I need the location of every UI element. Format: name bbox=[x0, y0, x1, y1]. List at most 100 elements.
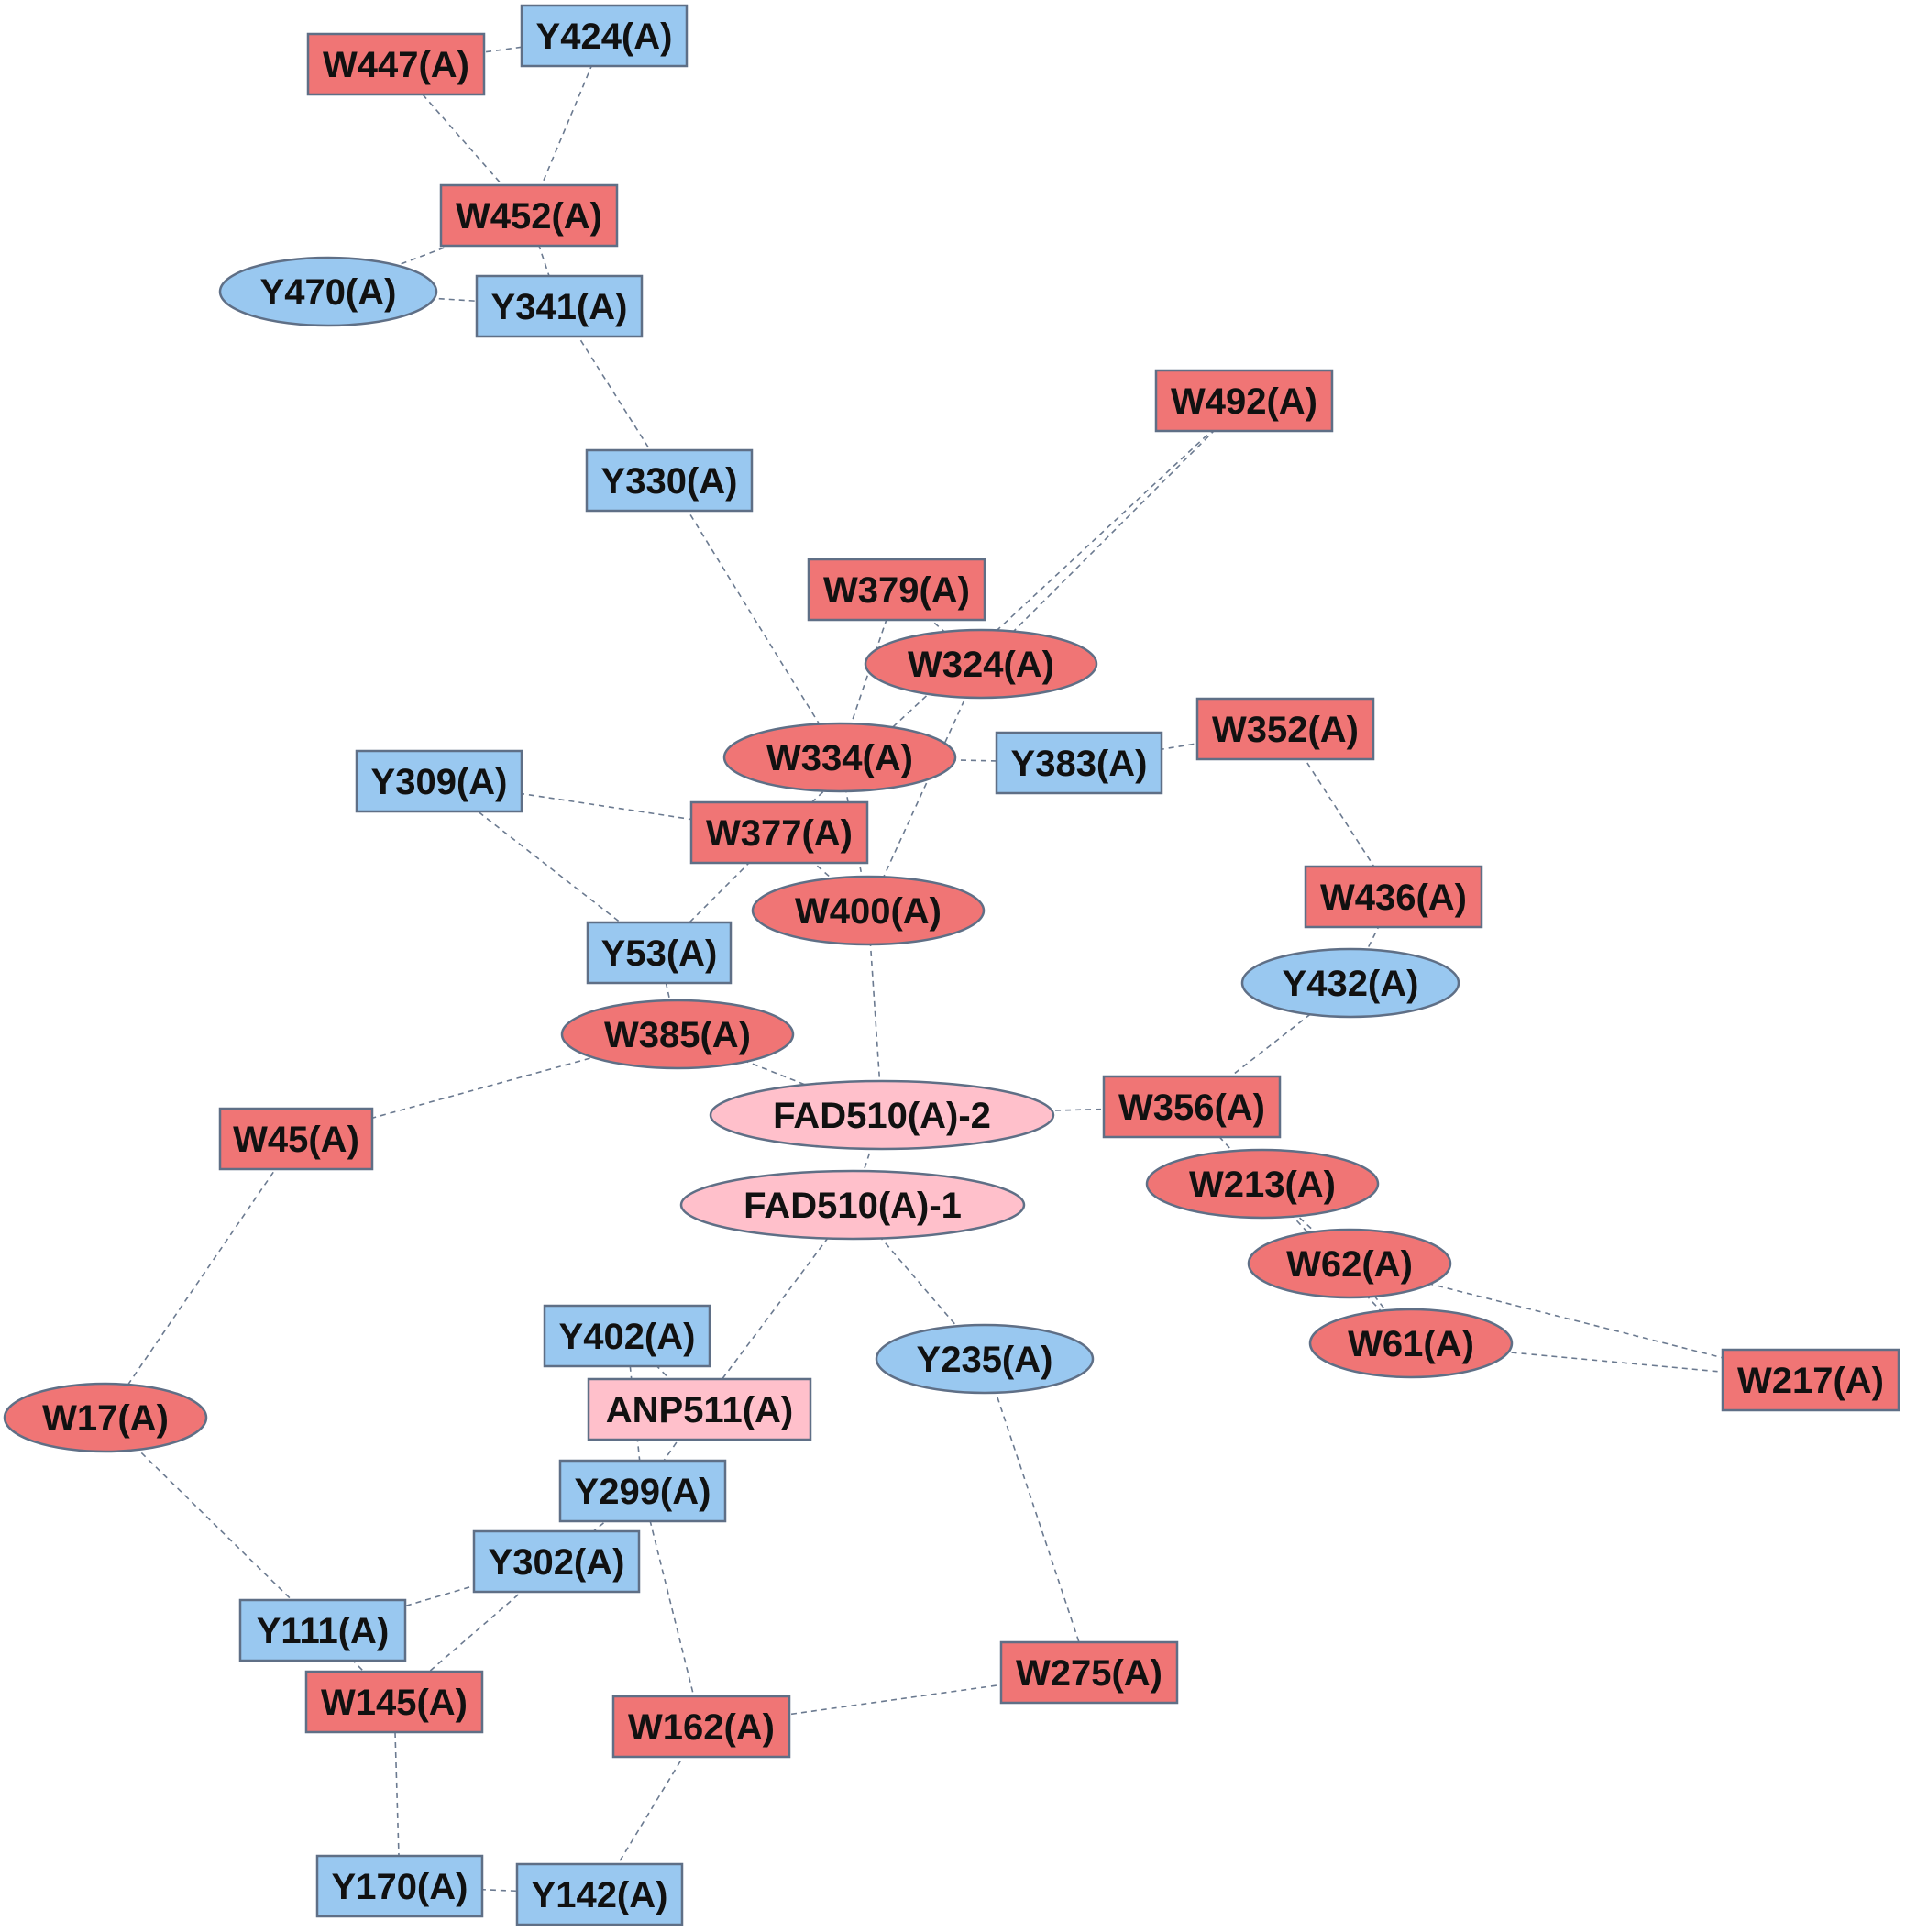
node-shape-rect bbox=[587, 1377, 812, 1441]
edge-w492-w324 bbox=[980, 400, 1245, 665]
node-label: Y424(A) bbox=[536, 17, 673, 57]
node-w452[interactable]: W452(A) bbox=[439, 183, 619, 248]
node-shape-ellipse bbox=[1308, 1308, 1514, 1379]
node-w213[interactable]: W213(A) bbox=[1145, 1148, 1380, 1220]
node-label: W45(A) bbox=[233, 1120, 359, 1160]
node-fad1[interactable]: FAD510(A)-1 bbox=[679, 1169, 1026, 1241]
edge-y330-w334 bbox=[668, 480, 841, 758]
node-shape-rect bbox=[585, 448, 754, 513]
node-shape-rect bbox=[1304, 865, 1483, 929]
node-w352[interactable]: W352(A) bbox=[1195, 697, 1375, 761]
node-w324[interactable]: W324(A) bbox=[864, 628, 1098, 700]
edge-w17-y111 bbox=[105, 1417, 324, 1631]
node-y470[interactable]: Y470(A) bbox=[218, 256, 438, 327]
node-w400[interactable]: W400(A) bbox=[751, 875, 986, 946]
node-y299[interactable]: Y299(A) bbox=[558, 1459, 727, 1523]
node-w356[interactable]: W356(A) bbox=[1102, 1075, 1282, 1139]
node-shape-rect bbox=[558, 1459, 727, 1523]
node-shape-rect bbox=[999, 1640, 1179, 1705]
node-w377[interactable]: W377(A) bbox=[689, 800, 869, 865]
node-shape-ellipse bbox=[1247, 1228, 1452, 1299]
node-y170[interactable]: Y170(A) bbox=[315, 1854, 484, 1918]
node-w62[interactable]: W62(A) bbox=[1247, 1228, 1452, 1299]
node-label: Y53(A) bbox=[601, 933, 718, 974]
node-y330[interactable]: Y330(A) bbox=[585, 448, 754, 513]
node-shape-rect bbox=[520, 4, 689, 68]
node-label: W324(A) bbox=[908, 645, 1054, 685]
node-y111[interactable]: Y111(A) bbox=[238, 1598, 407, 1662]
node-w162[interactable]: W162(A) bbox=[611, 1695, 791, 1759]
node-label: W400(A) bbox=[795, 891, 942, 932]
node-label: W213(A) bbox=[1189, 1165, 1336, 1205]
node-w145[interactable]: W145(A) bbox=[304, 1670, 484, 1734]
node-shape-ellipse bbox=[722, 722, 957, 793]
node-label: W447(A) bbox=[323, 45, 469, 85]
node-y402[interactable]: Y402(A) bbox=[543, 1304, 711, 1368]
node-w217[interactable]: W217(A) bbox=[1721, 1348, 1900, 1412]
node-y142[interactable]: Y142(A) bbox=[515, 1862, 684, 1926]
node-label: W352(A) bbox=[1212, 710, 1359, 750]
node-label: W17(A) bbox=[42, 1398, 169, 1439]
edge-y235-w275 bbox=[984, 1358, 1090, 1673]
node-label: ANP511(A) bbox=[606, 1390, 794, 1430]
node-shape-rect bbox=[315, 1854, 484, 1918]
node-shape-rect bbox=[304, 1670, 484, 1734]
node-y302[interactable]: Y302(A) bbox=[472, 1529, 641, 1594]
node-label: W492(A) bbox=[1171, 381, 1317, 422]
node-shape-ellipse bbox=[1145, 1148, 1380, 1220]
node-shape-ellipse bbox=[875, 1323, 1095, 1395]
node-label: W379(A) bbox=[823, 570, 970, 611]
node-shape-rect bbox=[1195, 697, 1375, 761]
node-w334[interactable]: W334(A) bbox=[722, 722, 957, 793]
node-label: W385(A) bbox=[604, 1015, 751, 1055]
node-shape-ellipse bbox=[751, 875, 986, 946]
node-label: W145(A) bbox=[321, 1683, 468, 1723]
node-label: Y470(A) bbox=[260, 272, 397, 313]
node-y432[interactable]: Y432(A) bbox=[1240, 947, 1460, 1019]
node-shape-rect bbox=[543, 1304, 711, 1368]
node-label: FAD510(A)-1 bbox=[744, 1186, 962, 1226]
node-shape-rect bbox=[689, 800, 869, 865]
node-y383[interactable]: Y383(A) bbox=[995, 731, 1163, 795]
node-label: Y309(A) bbox=[371, 762, 508, 802]
node-label: Y111(A) bbox=[257, 1611, 390, 1651]
node-w436[interactable]: W436(A) bbox=[1304, 865, 1483, 929]
node-anp511[interactable]: ANP511(A) bbox=[587, 1377, 812, 1441]
node-y309[interactable]: Y309(A) bbox=[355, 749, 523, 813]
node-w447[interactable]: W447(A) bbox=[306, 32, 486, 96]
node-shape-ellipse bbox=[679, 1169, 1026, 1241]
node-label: W61(A) bbox=[1348, 1324, 1474, 1364]
node-w17[interactable]: W17(A) bbox=[3, 1382, 208, 1453]
node-w275[interactable]: W275(A) bbox=[999, 1640, 1179, 1705]
node-label: FAD510(A)-2 bbox=[773, 1096, 991, 1136]
node-shape-rect bbox=[1721, 1348, 1900, 1412]
node-y235[interactable]: Y235(A) bbox=[875, 1323, 1095, 1395]
node-shape-rect bbox=[472, 1529, 641, 1594]
node-label: Y341(A) bbox=[491, 287, 628, 327]
node-label: Y142(A) bbox=[532, 1875, 668, 1915]
node-w385[interactable]: W385(A) bbox=[560, 999, 795, 1070]
node-shape-rect bbox=[995, 731, 1163, 795]
node-label: Y383(A) bbox=[1011, 744, 1148, 784]
node-w379[interactable]: W379(A) bbox=[807, 558, 986, 622]
node-shape-ellipse bbox=[709, 1079, 1055, 1151]
node-fad2[interactable]: FAD510(A)-2 bbox=[709, 1079, 1055, 1151]
node-y53[interactable]: Y53(A) bbox=[586, 921, 733, 985]
edge-y299-w162 bbox=[642, 1490, 702, 1728]
node-w492[interactable]: W492(A) bbox=[1154, 369, 1334, 433]
node-label: Y302(A) bbox=[489, 1542, 625, 1583]
node-y424[interactable]: Y424(A) bbox=[520, 4, 689, 68]
node-label: Y330(A) bbox=[601, 461, 738, 502]
node-w45[interactable]: W45(A) bbox=[218, 1107, 374, 1171]
node-shape-ellipse bbox=[218, 256, 438, 327]
node-w61[interactable]: W61(A) bbox=[1308, 1308, 1514, 1379]
node-label: W356(A) bbox=[1118, 1087, 1265, 1128]
node-shape-rect bbox=[1102, 1075, 1282, 1139]
node-y341[interactable]: Y341(A) bbox=[475, 274, 644, 338]
node-label: Y432(A) bbox=[1283, 964, 1419, 1004]
node-label: W334(A) bbox=[766, 738, 913, 778]
node-label: W217(A) bbox=[1737, 1361, 1884, 1401]
node-label: Y299(A) bbox=[575, 1472, 711, 1512]
node-shape-rect bbox=[355, 749, 523, 813]
